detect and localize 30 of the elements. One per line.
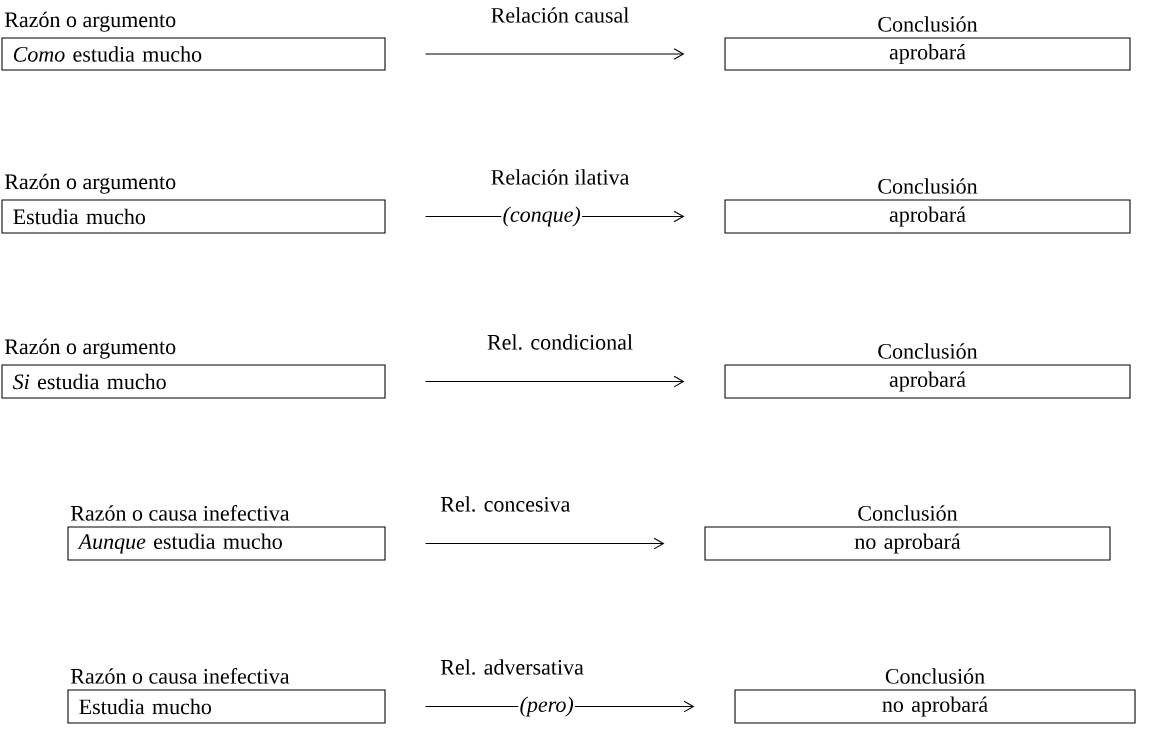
relation-label: Relación causal — [491, 7, 629, 23]
text-box: aprobará — [724, 199, 1131, 234]
box-heading: Razón o causa inefectiva — [70, 668, 290, 684]
text-box: no aprobará — [704, 526, 1111, 561]
box-heading: Razón o argumento — [4, 338, 176, 359]
text-box: Si estudia mucho — [1, 364, 386, 399]
text-box: aprobará — [724, 37, 1131, 71]
box-heading: Conclusión — [878, 343, 978, 359]
box-heading: Razón o causa inefectiva — [70, 505, 290, 521]
text-box: Estudia mucho — [67, 689, 386, 724]
arrow — [425, 375, 685, 388]
relation-label: Rel. adversativa — [440, 659, 584, 675]
text-box: Estudia mucho — [1, 199, 386, 234]
box-heading: Conclusión — [885, 668, 985, 684]
arrow — [425, 48, 685, 60]
relation-label: Relación ilativa — [491, 169, 630, 185]
edge-label: (conque) — [503, 206, 581, 227]
box-heading: Razón o argumento — [4, 11, 176, 32]
arrow — [425, 537, 665, 550]
relation-label: Rel. condicional — [487, 334, 633, 350]
box-heading: Conclusión — [878, 178, 978, 194]
relation-label: Rel. concesiva — [440, 496, 571, 512]
text-box: Aunque estudia mucho — [67, 526, 386, 561]
text-box: aprobará — [724, 364, 1131, 399]
text-box: no aprobará — [734, 689, 1136, 724]
text-box: Como estudia mucho — [1, 37, 386, 71]
edge-label: (pero) — [520, 696, 574, 717]
box-heading: Conclusión — [858, 505, 958, 521]
box-heading: Conclusión — [878, 16, 978, 32]
box-heading: Razón o argumento — [4, 173, 176, 194]
